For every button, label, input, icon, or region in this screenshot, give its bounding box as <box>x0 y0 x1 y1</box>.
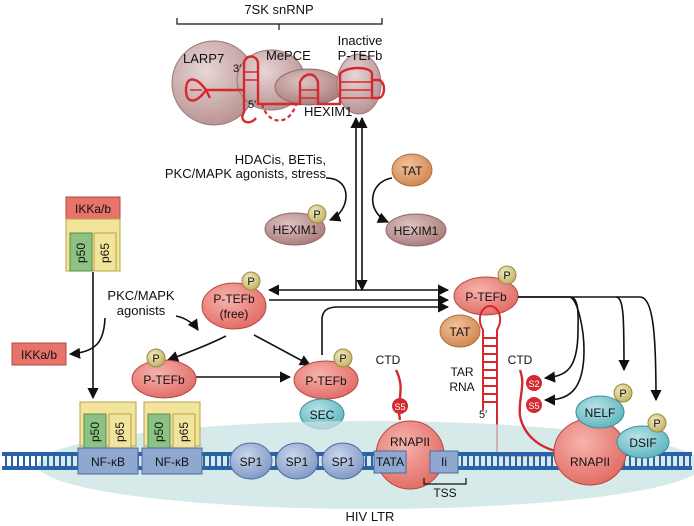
snrnp-title: 7SK snRNP <box>244 2 313 17</box>
sp1-sites: SP1 SP1 SP1 <box>229 442 365 480</box>
nelf-label: NELF <box>585 406 616 420</box>
ikk-left: IKKa/b <box>11 342 67 366</box>
p50-site2-label: p50 <box>152 422 166 442</box>
p-tat-label: P <box>503 270 510 282</box>
inactive-ptefb-label: P-TEFb <box>338 48 383 63</box>
ptefb-tat: P-TEFb P TAT <box>439 265 519 348</box>
s5-elong-label: S5 <box>528 401 539 411</box>
free-label: (free) <box>220 307 249 321</box>
ctd-elong-label: CTD <box>508 353 533 367</box>
five-prime-label: 5′ <box>248 99 256 111</box>
ikk-left-label: IKKa/b <box>21 348 57 362</box>
rnapii-promoter-label: RNAPII <box>390 435 430 449</box>
sp1-label-2: SP1 <box>286 455 309 469</box>
three-prime-label: 3′ <box>233 63 241 75</box>
ptefb-sec-label: P-TEFb <box>305 374 347 388</box>
rna-dashed-loop <box>260 103 298 122</box>
p-nfkb-label: P <box>152 353 159 365</box>
tat-top: TAT <box>391 153 433 187</box>
rnapii-elong-label: RNAPII <box>570 455 610 469</box>
hiv-ltr-label: HIV LTR <box>346 509 395 524</box>
7sk-rna-basepairs <box>190 71 372 99</box>
tat-bound-label: TAT <box>450 325 472 339</box>
ptefb-free-label: P-TEFb <box>213 292 255 306</box>
tar-label: TAR <box>450 365 473 379</box>
pkc-label-line2: agonists <box>117 303 166 318</box>
inactive-label: Inactive <box>338 33 383 48</box>
hexim1-released-label: HEXIM1 <box>394 224 439 238</box>
ii-label: Ii <box>441 455 447 469</box>
ikk-top-label: IKKa/b <box>75 202 111 216</box>
p-label: P <box>313 209 320 221</box>
tata-label: TATA <box>376 455 404 469</box>
rnapii-promoter: RNAPII S5 CTD TATA Ii TSS <box>373 353 467 500</box>
p50-site1-label: p50 <box>88 422 102 442</box>
left-arrows <box>68 272 450 400</box>
nfkb-site1-label: NF-κB <box>91 455 125 469</box>
p-nelf-label: P <box>619 388 626 400</box>
p50-label: p50 <box>74 243 88 263</box>
nfkb-site2-label: NF-κB <box>155 455 189 469</box>
p-dsif-label: P <box>653 418 660 430</box>
sec-label: SEC <box>310 408 335 422</box>
snrnp-arrows <box>325 116 393 292</box>
hexim1-phospho-label: HEXIM1 <box>273 223 318 237</box>
s5-promoter-label: S5 <box>394 402 405 412</box>
rnapii-elongating: RNAPII CTD S2 S5 <box>508 353 627 486</box>
hdac-label-line1: HDACis, BETis, <box>235 152 326 167</box>
p65-site2-label: p65 <box>177 422 191 442</box>
dsif-label: DSIF <box>629 436 656 450</box>
nfkb-site-1: p50 p65 NF-κB <box>77 401 139 475</box>
larp7-label: LARP7 <box>183 51 224 66</box>
rna-label: RNA <box>449 380 474 394</box>
nelf: NELF P <box>575 383 633 429</box>
p65-label: p65 <box>98 243 112 263</box>
hexim1-label: HEXIM1 <box>304 104 352 119</box>
pkc-label-line1: PKC/MAPK <box>107 288 175 303</box>
ptefb-tat-label: P-TEFb <box>465 290 507 304</box>
mepce-label: MePCE <box>266 48 311 63</box>
hdac-label-line2: PKC/MAPK agonists, stress <box>165 166 327 181</box>
s2-label: S2 <box>528 379 539 389</box>
7sk-rna <box>184 55 386 124</box>
p-free-label: P <box>247 276 254 288</box>
ptefb-nfkb-label: P-TEFb <box>143 373 185 387</box>
ptefb-free: P-TEFb (free) P <box>201 271 267 330</box>
dsif: DSIF P <box>616 413 670 459</box>
sp1-label-3: SP1 <box>332 455 355 469</box>
hexim1-phospho: HEXIM1 P <box>264 204 327 246</box>
snrnp-complex: 7SK snRNP LARP7 3′ 5′ MePCE Inactive P-T… <box>171 2 386 126</box>
sp1-label-1: SP1 <box>240 455 263 469</box>
tat-top-label: TAT <box>402 164 424 178</box>
p65-site1-label: p65 <box>113 422 127 442</box>
hexim1-released: HEXIM1 <box>385 213 447 247</box>
tar-five-prime-label: 5′ <box>479 409 487 421</box>
ctd-promoter-label: CTD <box>376 353 401 367</box>
right-arrows <box>518 296 662 406</box>
ikk-complex: IKKa/b p50 p65 <box>65 196 121 272</box>
p-sec-label: P <box>339 353 346 365</box>
tss-label: TSS <box>433 486 456 500</box>
nfkb-site-2: p50 p65 NF-κB <box>141 401 203 475</box>
ptefb-nfkb: P-TEFb P <box>131 348 197 399</box>
